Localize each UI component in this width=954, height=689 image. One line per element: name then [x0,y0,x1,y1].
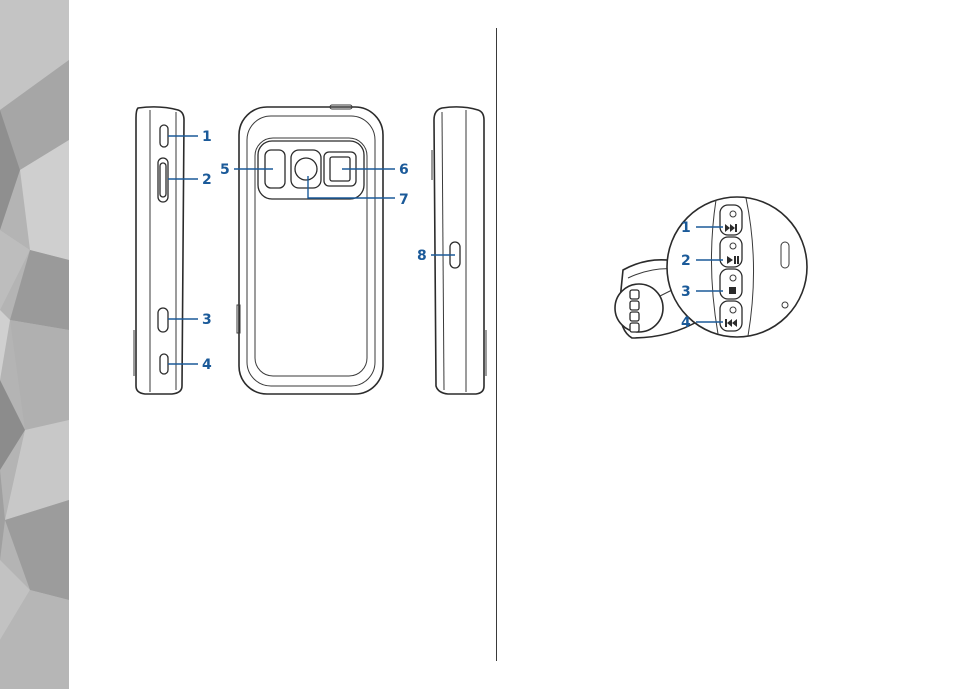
side-key-3 [158,308,168,332]
svg-text:4: 4 [202,357,212,373]
svg-text:4: 4 [681,315,691,331]
media-key-stop [720,269,742,299]
side-key-4 [160,354,168,374]
svg-text:8: 8 [417,248,427,264]
svg-text:3: 3 [681,284,691,300]
svg-text:6: 6 [399,162,409,178]
svg-text:7: 7 [399,192,409,208]
media-key-next [720,205,742,235]
phone-back-view [237,105,383,394]
svg-text:1: 1 [202,129,212,145]
phone-left-side-view [134,107,184,394]
svg-text:2: 2 [202,172,212,188]
svg-text:5: 5 [220,162,230,178]
camera-lens [295,158,317,180]
phone-right-side-view [432,107,486,394]
svg-text:2: 2 [681,253,691,269]
svg-text:1: 1 [681,220,691,236]
media-key-play-pause [720,237,742,267]
svg-text:3: 3 [202,312,212,328]
media-key-previous [720,301,742,331]
side-key-1 [160,125,168,147]
